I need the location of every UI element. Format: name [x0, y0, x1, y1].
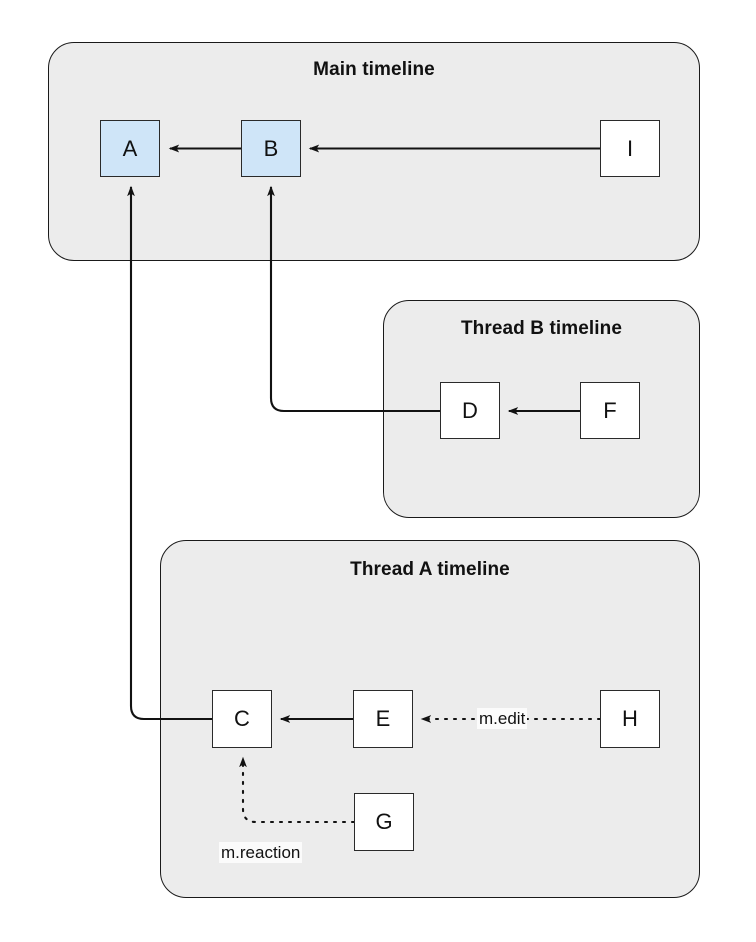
event-node-a[interactable]: A: [100, 120, 160, 177]
event-node-e-label: E: [375, 706, 391, 731]
event-node-h-label: H: [622, 706, 638, 731]
event-node-i-label: I: [626, 135, 634, 161]
event-node-b[interactable]: B: [241, 120, 301, 177]
edge-label-m-reaction: m.reaction: [219, 842, 303, 864]
event-node-g-label: G: [375, 809, 393, 834]
event-node-d-label: D: [462, 397, 478, 423]
group-thread-a-timeline-title: Thread A timeline: [350, 559, 510, 580]
event-node-h[interactable]: H: [600, 690, 660, 748]
event-node-g[interactable]: G: [354, 793, 414, 851]
group-main-timeline-title: Main timeline: [313, 59, 435, 80]
event-node-f-label: F: [603, 397, 617, 423]
group-thread-b-timeline-title: Thread B timeline: [460, 318, 623, 339]
event-node-e[interactable]: E: [353, 690, 413, 748]
event-node-i[interactable]: I: [600, 120, 660, 177]
event-node-a-label: A: [122, 135, 138, 161]
event-node-b-label: B: [263, 135, 279, 161]
event-node-c[interactable]: C: [212, 690, 272, 748]
event-node-c-label: C: [234, 706, 250, 731]
event-node-f[interactable]: F: [580, 382, 640, 439]
event-node-d[interactable]: D: [440, 382, 500, 439]
edge-label-m-edit: m.edit: [477, 708, 528, 730]
